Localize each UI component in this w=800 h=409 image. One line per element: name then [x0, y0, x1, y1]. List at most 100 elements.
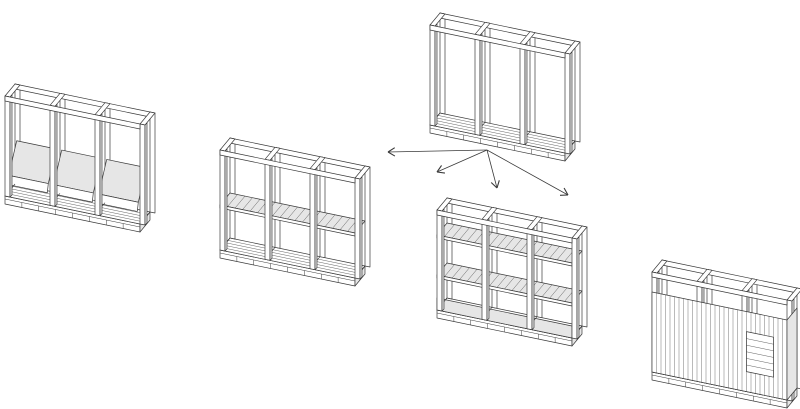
shelf-slat [444, 224, 455, 237]
front-post-side [54, 103, 58, 207]
deck-slat [435, 117, 572, 146]
hatch-line [746, 364, 774, 371]
arrow-shaft [387, 149, 488, 153]
hatch-line [746, 351, 774, 358]
shelf-slat [541, 244, 553, 257]
front-post [219, 149, 226, 252]
shelf-slat [549, 286, 560, 299]
front-post-side [524, 42, 528, 146]
arrow-head [436, 171, 446, 174]
shelf-slat [504, 236, 515, 250]
module-single-shelf [219, 137, 371, 287]
front-post-side [99, 113, 103, 217]
shelf-slat [459, 227, 470, 240]
arrow-shaft [486, 149, 498, 189]
front-post-side [269, 157, 273, 261]
back-post [364, 165, 371, 268]
front-top-rail [429, 24, 566, 59]
front-post [571, 237, 578, 340]
shelf-slat [549, 246, 560, 259]
arrow-icon [436, 149, 488, 174]
arrow-icon [486, 149, 569, 196]
front-post-side [144, 122, 148, 226]
front-post [354, 177, 361, 280]
front-post [139, 123, 146, 226]
deck-slat [433, 120, 570, 149]
pallet-slat [219, 252, 356, 282]
front-post-side [441, 208, 445, 312]
shelf-slat [534, 283, 545, 296]
front-post-side [359, 176, 363, 280]
front-post [49, 104, 56, 207]
shelf-slat [496, 235, 508, 248]
deck-slat [8, 191, 145, 220]
front-top-rail [651, 271, 788, 306]
cladding-side [786, 307, 798, 401]
front-post [436, 209, 443, 312]
arrow-icon [486, 149, 500, 189]
deck-slat [12, 186, 149, 215]
shelf-slat [556, 247, 568, 261]
shelf-slat [332, 216, 343, 229]
front-post-side [479, 32, 483, 136]
shelf-slat [249, 199, 261, 212]
shelf-slat [504, 276, 515, 290]
module-base-frame [429, 12, 581, 162]
module-double-shelf [436, 197, 588, 347]
shelf-slat [451, 225, 463, 239]
front-post [429, 24, 436, 127]
front-post-side [314, 167, 318, 271]
front-post [481, 218, 488, 321]
shelf-slat [489, 273, 500, 287]
arrow-head [563, 187, 569, 196]
pallet-slat [4, 198, 141, 228]
deck-slat [221, 247, 358, 276]
shelf-slat [556, 287, 568, 301]
shelf-slat [294, 208, 306, 221]
deck-slat [227, 240, 364, 269]
hatch-line [746, 345, 774, 351]
module-seating [4, 83, 156, 233]
front-post [309, 168, 316, 271]
front-top-rail [4, 95, 141, 130]
shelf-slat [444, 264, 455, 277]
arrow-head [387, 147, 396, 153]
arrow-head [496, 180, 500, 189]
front-top-rail [219, 149, 356, 184]
shelf-slat [279, 205, 291, 218]
front-post [519, 43, 526, 146]
pallet-slat [429, 127, 566, 157]
front-post-side [9, 94, 13, 198]
back-post [574, 40, 581, 143]
shelf-slat [451, 265, 463, 279]
shelf-slat [287, 206, 298, 220]
shelf-slat [489, 233, 500, 247]
shelf-slat [534, 243, 545, 256]
deck-slat [437, 115, 574, 144]
deck-slat [223, 245, 360, 274]
front-post [564, 52, 571, 155]
shelf-slat [466, 229, 478, 242]
front-post [264, 158, 271, 261]
hatch-line [746, 358, 774, 365]
arrow-head [490, 182, 498, 189]
hatch-line [746, 338, 774, 345]
front-post [526, 228, 533, 331]
front-post-side [486, 217, 490, 321]
front-post-side [531, 227, 535, 331]
deck-slat [431, 122, 568, 151]
shelf-slat [234, 195, 246, 209]
arrow-head [387, 151, 396, 157]
back-post [581, 225, 588, 328]
arrow-icon [387, 147, 488, 157]
shelf-slat [317, 213, 328, 226]
shelf-slat [541, 284, 553, 297]
front-post-side [569, 51, 573, 155]
arrow-shaft [486, 149, 569, 196]
shelf-slat [511, 238, 523, 251]
front-top-rail [436, 209, 573, 244]
front-post [94, 114, 101, 217]
shelf-slat [496, 275, 508, 288]
front-post [4, 95, 11, 198]
